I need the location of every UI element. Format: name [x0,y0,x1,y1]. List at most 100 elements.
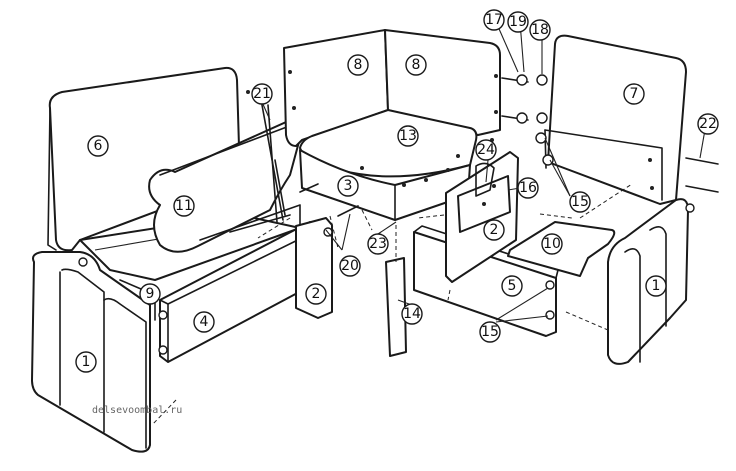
part-label: 6 [87,135,109,157]
backrest-7-frame [544,129,663,201]
leg-14 [385,257,407,357]
left-box-back [229,214,291,233]
part-label: 4 [193,311,215,333]
end-panel-1-right-cushion-a [624,248,641,363]
nut-mid [536,112,548,124]
part-label: 1 [645,275,667,297]
part-label-circle [397,125,419,147]
part-label-circle [529,19,551,41]
nut-4-a [158,310,168,320]
nut-15-a [535,132,547,144]
part-label: 18 [529,19,551,41]
part-label-circle [475,139,497,161]
part-label-circle [697,113,719,135]
end-panel-1-right-cushion-b [649,226,667,327]
part-label: 22 [697,113,719,135]
part-label: 5 [501,275,523,297]
part-label-number: 8 [354,57,363,73]
part-label: 10 [541,233,563,255]
bracket-24 [475,162,495,197]
part-label: 14 [401,303,423,325]
part-label: 3 [337,175,359,197]
part-label-number: 24 [477,142,495,158]
part-label: 8 [405,54,427,76]
part-label-circle [507,11,529,33]
part-label-number: 15 [571,194,589,210]
part-label-number: 22 [699,116,717,132]
part-label-number: 16 [519,180,537,196]
part-label: 15 [479,321,501,343]
part-label: 17 [483,9,505,31]
part-label-circle [347,54,369,76]
screw-22-b [685,185,719,193]
part-label: 24 [475,139,497,161]
part-label-circle [173,195,195,217]
part-label-circle [623,83,645,105]
part-label-number: 19 [509,14,527,30]
part-label: 20 [339,255,361,277]
part-label: 21 [251,83,273,105]
part-label-number: 1 [652,278,661,294]
screw-20-a [299,183,319,193]
part-label-number: 6 [94,138,103,154]
part-label-number: 20 [341,258,359,274]
part-label-circle [401,303,423,325]
end-panel-1-left-cushion-a [61,268,105,433]
part-label-number: 7 [630,86,639,102]
holes-group [246,70,654,206]
nut-9 [78,257,88,267]
part-label-circle [483,219,505,241]
part-label-circle [193,311,215,333]
part-label-circle [405,54,427,76]
part-label-circle [339,255,361,277]
nut-right-1 [685,203,695,213]
part-label: 2 [305,283,327,305]
part-label-number: 15 [481,324,499,340]
part-label-number: 2 [490,222,499,238]
part-label-number: 21 [253,86,271,102]
part-label-number: 2 [312,286,321,302]
part-label-circle [367,233,389,255]
part-label: 7 [623,83,645,105]
nut-15-d [545,310,555,320]
part-label: 13 [397,125,419,147]
part-label: 16 [517,177,539,199]
part-label-circle [251,83,273,105]
part-label-circle [501,275,523,297]
part-label-number: 13 [399,128,417,144]
part-label: 19 [507,11,529,33]
washer-19 [516,74,528,86]
part-label-circle [337,175,359,197]
backrest-panel-7 [547,34,687,205]
part-label-circle [541,233,563,255]
part-label-number: 8 [412,57,421,73]
screw-22-a [685,157,719,165]
left-box-wall [199,204,301,241]
armrest-11 [148,116,309,253]
part-label-number: 9 [146,286,155,302]
rod-21-c [274,159,286,216]
part-label-circle [517,177,539,199]
nut-4-b [158,345,168,355]
part-label-number: 3 [344,178,353,194]
part-label-circle [479,321,501,343]
watermark: delsevoombal.ru [92,405,182,416]
part-label-number: 5 [508,278,517,294]
assembly-arrows [151,183,633,426]
part-label-number: 18 [531,22,549,38]
part-label-number: 17 [485,12,503,28]
armrest-11-top [159,121,301,176]
part-label-number: 10 [543,236,561,252]
nut-15-b [542,154,554,166]
part-label-circle [139,283,161,305]
part-label: 1 [75,351,97,373]
part-label: 8 [347,54,369,76]
part-label-number: 1 [82,354,91,370]
part-label: 9 [139,283,161,305]
part-label-circle [645,275,667,297]
part-label-circle [569,191,591,213]
end-panel-1-left-cushion-b [103,297,147,449]
